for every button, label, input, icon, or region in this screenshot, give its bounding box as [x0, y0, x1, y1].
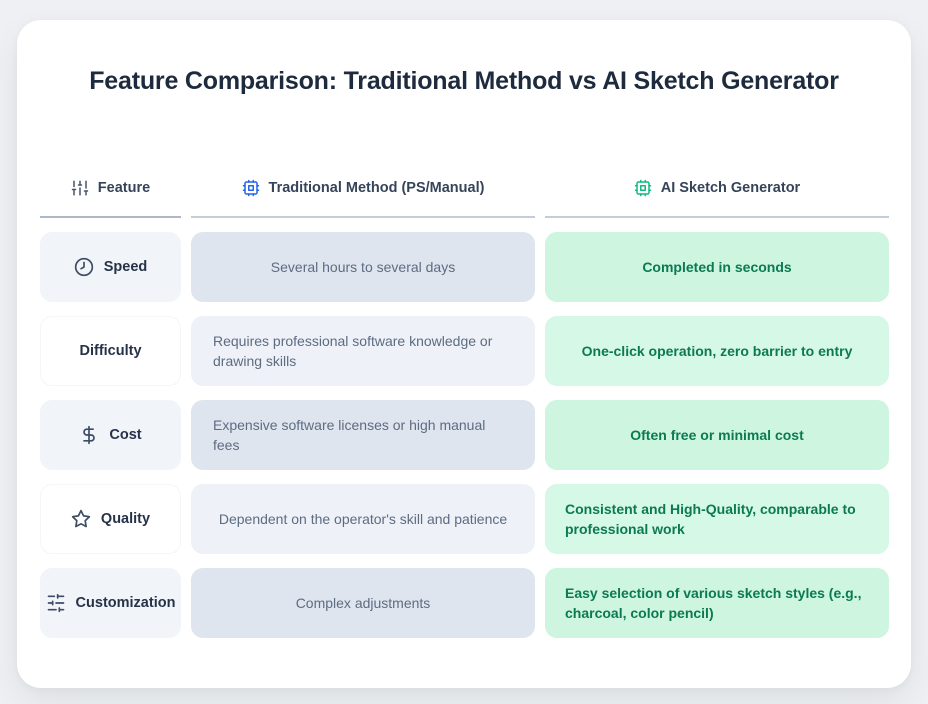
- column-header-traditional: Traditional Method (PS/Manual): [191, 160, 535, 218]
- feature-label: Speed: [103, 259, 148, 275]
- traditional-cell: Dependent on the operator's skill and pa…: [191, 484, 535, 554]
- traditional-value: Several hours to several days: [270, 259, 456, 275]
- feature-cell-speed: Speed: [40, 232, 181, 302]
- comparison-card: Feature Comparison: Traditional Method v…: [17, 20, 911, 688]
- feature-cell-customization: Customization: [40, 568, 181, 638]
- ai-value: Often free or minimal cost: [630, 427, 804, 443]
- traditional-value: Requires professional software knowledge…: [213, 333, 493, 369]
- feature-cell-cost: Cost: [40, 400, 181, 470]
- comparison-table: Feature Traditional Method (PS/Manual) A…: [40, 160, 889, 638]
- traditional-value: Complex adjustments: [295, 595, 431, 611]
- column-header-label: AI Sketch Generator: [660, 180, 801, 196]
- cpu-icon: [634, 179, 652, 197]
- feature-label: Cost: [109, 427, 142, 443]
- dollar-icon: [79, 425, 99, 445]
- column-header-label: Feature: [97, 180, 151, 196]
- sliders-vertical-icon: [71, 179, 89, 197]
- ai-cell: Consistent and High-Quality, comparable …: [545, 484, 889, 554]
- column-header-label: Traditional Method (PS/Manual): [268, 180, 485, 196]
- traditional-value: Expensive software licenses or high manu…: [213, 417, 486, 453]
- feature-label: Difficulty: [79, 343, 142, 359]
- ai-cell: One-click operation, zero barrier to ent…: [545, 316, 889, 386]
- traditional-cell: Requires professional software knowledge…: [191, 316, 535, 386]
- cpu-icon: [242, 179, 260, 197]
- traditional-cell: Complex adjustments: [191, 568, 535, 638]
- feature-label: Quality: [100, 511, 151, 527]
- traditional-cell: Several hours to several days: [191, 232, 535, 302]
- sliders-horizontal-icon: [46, 593, 66, 613]
- ai-cell: Easy selection of various sketch styles …: [545, 568, 889, 638]
- ai-value: Consistent and High-Quality, comparable …: [565, 501, 856, 537]
- page-title: Feature Comparison: Traditional Method v…: [89, 67, 839, 95]
- feature-cell-quality: Quality: [40, 484, 181, 554]
- ai-value: Easy selection of various sketch styles …: [565, 585, 862, 621]
- feature-label: Customization: [75, 595, 176, 611]
- clock-icon: [74, 257, 94, 277]
- star-icon: [71, 509, 91, 529]
- traditional-cell: Expensive software licenses or high manu…: [191, 400, 535, 470]
- column-header-ai: AI Sketch Generator: [545, 160, 889, 218]
- ai-cell: Often free or minimal cost: [545, 400, 889, 470]
- feature-cell-difficulty: Difficulty: [40, 316, 181, 386]
- ai-cell: Completed in seconds: [545, 232, 889, 302]
- ai-value: One-click operation, zero barrier to ent…: [581, 343, 853, 359]
- column-header-feature: Feature: [40, 160, 181, 218]
- traditional-value: Dependent on the operator's skill and pa…: [218, 511, 508, 527]
- ai-value: Completed in seconds: [642, 259, 792, 275]
